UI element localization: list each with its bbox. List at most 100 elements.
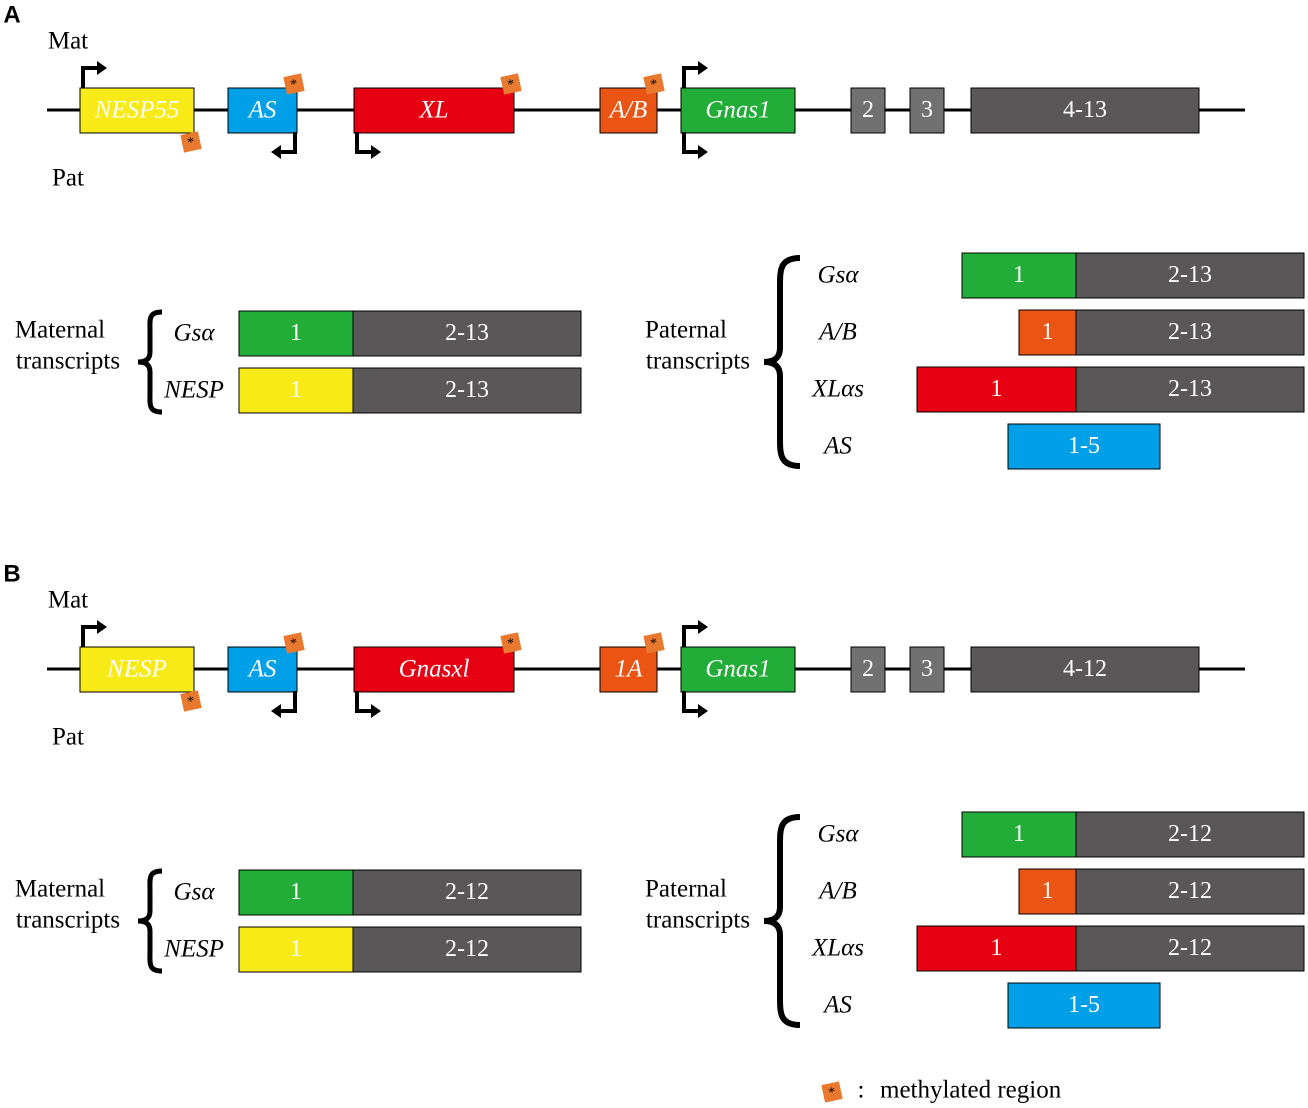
exon-1-label: 1 [991,935,1003,961]
legend: *: methylated region [821,1077,1062,1104]
exon-1-label: 1 [1042,878,1054,904]
exons-rest-label: 2-13 [445,377,489,403]
exons-rest-label: 2-12 [445,879,489,905]
svg-text:*: * [649,77,659,93]
svg-text:*: * [186,694,196,710]
paternal-promoter-arrow [682,691,708,718]
exons-rest-label: 2-12 [1168,878,1212,904]
exons-rest-label: 2-12 [1168,821,1212,847]
methylation-mark: * [643,632,665,654]
methylation-mark: * [283,73,305,95]
gene-box-7: 4-13 [970,87,1200,134]
exons-rest-label: 2-13 [1168,262,1212,288]
exon-1-label: 1 [1042,319,1054,345]
gene-box-1: AS [227,646,298,693]
paternal-promoter-arrow [682,132,708,159]
maternal-brace [137,868,163,974]
svg-text:*: * [506,636,516,652]
gene-label: 4-13 [1063,97,1107,123]
transcript-name: A/B [817,319,857,346]
maternal-transcript-row: NESP 1 2-12 [163,926,582,973]
legend-label: methylated region [880,1077,1062,1104]
panel-letter: B [3,561,20,588]
exon-1-label: 1 [290,377,302,403]
exons-rest-label: 2-13 [1168,376,1212,402]
gene-label: Gnasxl [399,656,470,683]
transcript-name: NESP [163,377,224,404]
legend-methylation-icon: * [821,1081,843,1103]
gene-box-2: Gnasxl [353,646,515,693]
exon-1-label: 1 [1013,262,1025,288]
gene-label: Gnas1 [705,97,770,124]
exons-rest-label: 2-12 [445,936,489,962]
gene-label: 3 [921,656,933,682]
paternal-title: Paternal [645,317,727,344]
gene-box-2: XL [353,87,515,134]
maternal-promoter-arrow [81,620,107,647]
svg-text:*: * [506,77,516,93]
exon-1-label: 1 [290,936,302,962]
maternal-label: Mat [48,587,88,614]
transcript-name: XLαs [811,376,864,403]
paternal-brace [763,814,801,1028]
methylation-mark: * [643,73,665,95]
transcript-name: XLαs [811,935,864,962]
gene-box-5: 2 [850,87,886,134]
maternal-promoter-arrow [682,61,708,88]
gene-label: A/B [608,97,648,124]
paternal-transcript-row: XLαs 1 2-12 [811,925,1305,972]
gene-box-3: 1A [599,646,658,693]
gene-label: NESP55 [94,97,180,124]
svg-text:*: * [649,636,659,652]
gene-box-1: AS [227,87,298,134]
exon-1-label: 1 [290,879,302,905]
gene-box-6: 3 [909,646,945,693]
methylation-mark: * [180,690,202,712]
exons-rest-label: 2-13 [445,320,489,346]
paternal-promoter-arrow [271,691,297,718]
transcript-name: NESP [163,936,224,963]
exons-rest-label: 2-12 [1168,935,1212,961]
maternal-title: transcripts [16,907,120,934]
paternal-promoter-arrow [355,691,381,718]
svg-text:*: * [289,636,299,652]
gene-box-4: Gnas1 [680,646,796,693]
gene-label: AS [247,97,277,124]
paternal-label: Pat [52,165,84,192]
methylation-mark: * [283,632,305,654]
svg-text:*: * [186,135,196,151]
gene-label: 4-12 [1063,656,1107,682]
exon-1-label: 1 [991,376,1003,402]
gene-box-4: Gnas1 [680,87,796,134]
gene-box-7: 4-12 [970,646,1200,693]
gene-label: 1A [615,656,644,683]
gene-label: XL [418,97,448,124]
legend-separator: : [858,1077,865,1104]
methylation-mark: * [500,632,522,654]
paternal-transcript-row: A/B 1 2-13 [817,309,1305,356]
exons-rest-label: 2-13 [1168,319,1212,345]
paternal-label: Pat [52,724,84,751]
maternal-promoter-arrow [81,61,107,88]
gene-box-3: A/B [599,87,658,134]
maternal-transcript-row: NESP 1 2-13 [163,367,582,414]
svg-text:*: * [289,77,299,93]
maternal-title: Maternal [15,317,105,344]
gene-box-0: NESP55 [79,87,195,134]
gene-label: 3 [921,97,933,123]
methylation-mark: * [180,131,202,153]
paternal-promoter-arrow [355,132,381,159]
transcript-name: Gsα [818,262,860,289]
gene-label: NESP [106,656,167,683]
transcript-name: Gsα [818,821,860,848]
